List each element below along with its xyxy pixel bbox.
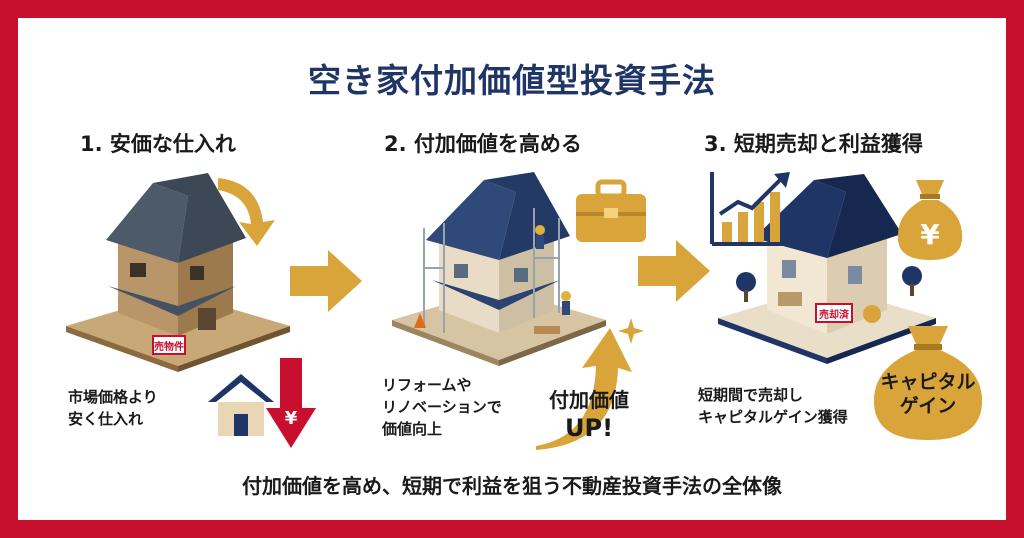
down-arrow-yen-icon: ¥ <box>266 358 316 448</box>
renovation-house-illustration <box>392 172 606 366</box>
footer-summary: 付加価値を高め、短期で利益を狙う不動産投資手法の全体像 <box>242 474 782 498</box>
old-house-illustration: 売物件 <box>66 173 290 372</box>
sold-house-illustration: 売却済 <box>718 174 936 364</box>
right-arrow-icon <box>638 240 710 302</box>
step-3-heading: 3. 短期売却と利益獲得 <box>704 132 923 156</box>
sparkle-icon <box>618 318 644 344</box>
house-icon <box>208 374 274 436</box>
money-bag-icon <box>873 326 983 440</box>
right-arrow-icon <box>290 250 362 312</box>
money-bag-icon: ¥ <box>897 180 963 260</box>
toolbox-icon <box>576 179 646 242</box>
sold-sign: 売却済 <box>819 308 850 321</box>
page-title: 空き家付加価値型投資手法 <box>308 61 716 100</box>
step-1-description: 市場価格より 安く仕入れ <box>68 388 158 428</box>
step-1-heading: 1. 安価な仕入れ <box>80 132 236 156</box>
content-panel: 空き家付加価値型投資手法 1. 安価な仕入れ 2. 付加価値を高める 3. 短期… <box>18 18 1006 520</box>
down-curved-arrow-icon <box>218 178 275 246</box>
capital-gain-badge: キャピタル ゲイン <box>880 371 976 417</box>
svg-text:¥: ¥ <box>285 408 298 429</box>
for-sale-sign: 売物件 <box>154 340 184 353</box>
step-2-description: リフォームや リノベーションで 価値向上 <box>382 376 502 438</box>
svg-text:¥: ¥ <box>920 218 940 251</box>
up-arrow-icon <box>536 328 632 450</box>
value-up-badge: 付加価値 UP! <box>549 388 629 442</box>
growth-chart-icon <box>710 172 794 246</box>
step-2-heading: 2. 付加価値を高める <box>384 132 582 156</box>
step-3-description: 短期間で売却し キャピタルゲイン獲得 <box>698 386 848 426</box>
